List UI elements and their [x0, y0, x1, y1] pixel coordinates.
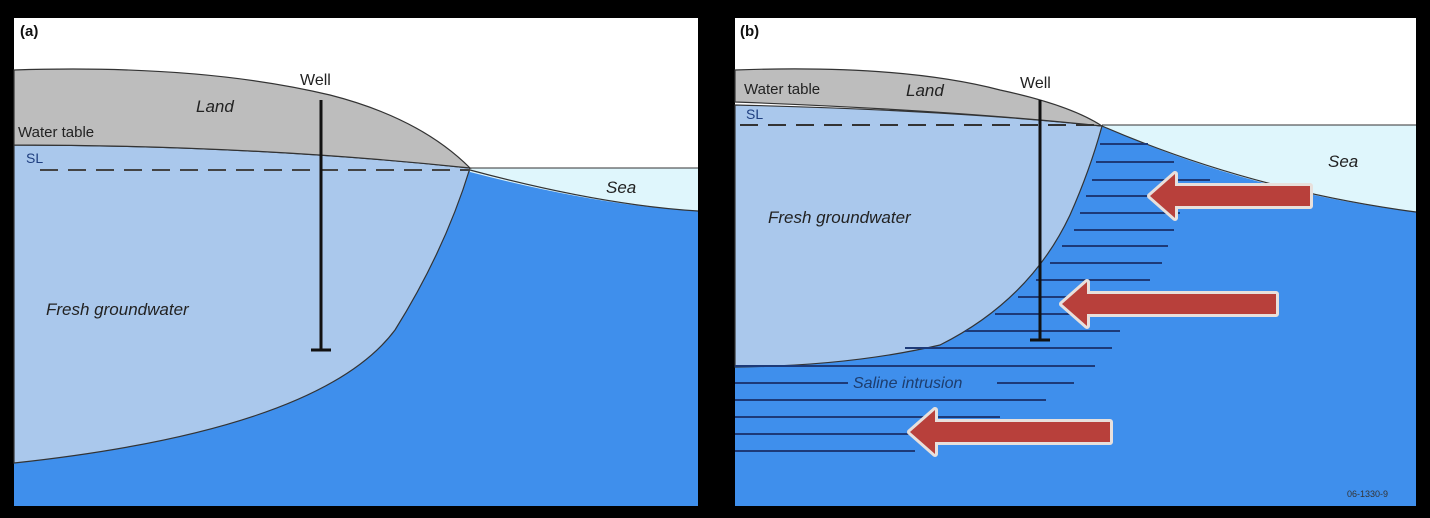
panel-a-land — [13, 68, 472, 169]
panel-b: (b) Well Land Water table SL Sea Fresh g… — [734, 18, 1417, 506]
panel-b-land — [734, 68, 1103, 127]
panel-a-fresh-label: Fresh groundwater — [46, 300, 190, 319]
intrusion-arrow-2 — [1059, 279, 1279, 329]
panel-b-well-label: Well — [1020, 75, 1051, 92]
panel-b-land-label: Land — [906, 81, 944, 100]
intrusion-arrow-3 — [907, 407, 1113, 457]
panel-b-fresh-groundwater-lens — [734, 104, 1103, 368]
panel-a: (a) Well Land Water table SL Sea Fresh g… — [13, 18, 699, 506]
panel-b-saline-hatching — [735, 143, 1210, 452]
panel-b-water-table-label: Water table — [744, 81, 820, 98]
intrusion-arrow-1 — [1147, 171, 1313, 221]
panel-b-label: (b) — [740, 23, 759, 40]
panel-b-sea-label: Sea — [1328, 152, 1358, 171]
panel-a-well-label: Well — [300, 72, 331, 89]
panel-b-sl-label: SL — [746, 106, 763, 122]
panel-a-label: (a) — [20, 23, 38, 40]
panel-b-saline-label: Saline intrusion — [853, 375, 963, 392]
panel-b-code-label: 06-1330-9 — [1347, 489, 1388, 499]
panel-a-sea-surface — [470, 168, 698, 211]
panel-a-land-label: Land — [196, 97, 234, 116]
panel-b-fresh-label: Fresh groundwater — [768, 208, 912, 227]
panel-a-sea-label: Sea — [606, 178, 636, 197]
panel-b-sea-surface — [1102, 125, 1416, 212]
panel-a-water-table-label: Water table — [18, 124, 94, 141]
panel-a-sl-label: SL — [26, 150, 43, 166]
